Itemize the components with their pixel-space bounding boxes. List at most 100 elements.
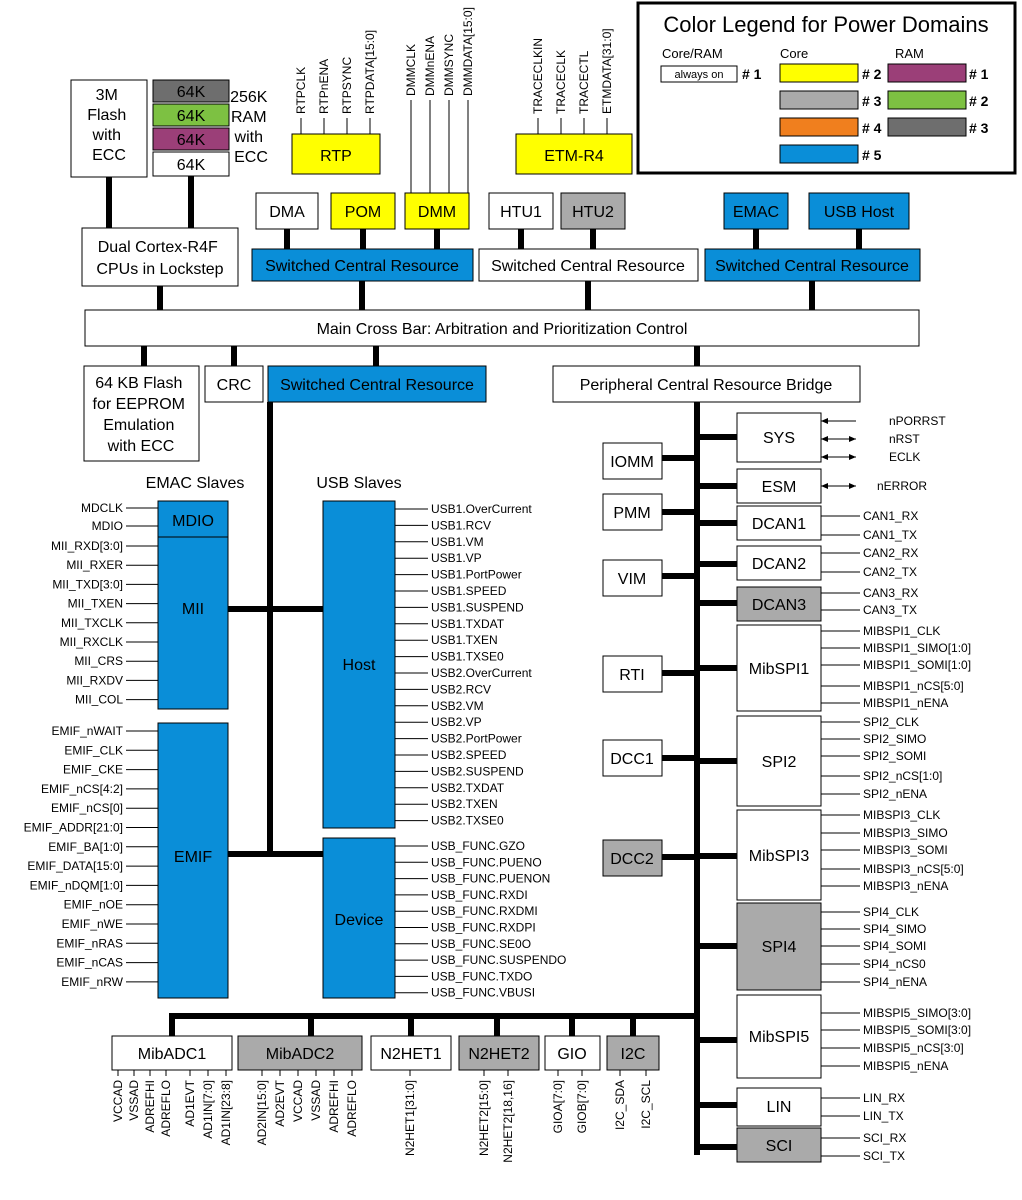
dcan2-block [736, 545, 822, 581]
usb-host-label: USB Host [824, 204, 895, 221]
htu1-block [488, 192, 554, 230]
sys-signal: ECLK [889, 450, 920, 464]
mibadc2-block [237, 1035, 363, 1071]
dcc2-block [602, 839, 663, 877]
mibspi3-signal: MIBSPI3_SOMI [863, 843, 948, 857]
etm-label: ETM-R4 [544, 148, 604, 165]
spi4-signal: SPI4_nCS0 [863, 957, 926, 971]
n2het2-signal: N2HET2[18,16] [501, 1080, 515, 1163]
dma-block [255, 192, 319, 230]
vim-block [602, 559, 663, 597]
dmm-signal: DMMnENA [423, 36, 437, 96]
flash-3m-label: 3M Flash with ECC [87, 87, 131, 164]
mibspi5-signal: MIBSPI5_nENA [863, 1059, 948, 1073]
usb-device-label: Device [335, 912, 384, 929]
usb-host-signal: USB2.PortPower [431, 732, 522, 746]
etm-signal: TRACECLKIN [531, 38, 545, 114]
lin-label: LIN [767, 1099, 792, 1116]
rtp-label: RTP [320, 148, 352, 165]
legend-swatch-core5 [779, 144, 859, 164]
i2c-signal: I2C_SDA [613, 1080, 627, 1130]
legend-swatch-ram2 [887, 90, 967, 110]
usb-host-signal: USB1.TXDAT [431, 617, 505, 631]
esm-signal: nERROR [877, 479, 927, 493]
main-crossbar [84, 309, 920, 347]
rtp-block [291, 133, 381, 175]
mii-label: MII [182, 601, 204, 618]
lin-signal: LIN_RX [863, 1091, 905, 1105]
usb-host-signal: USB2.VP [431, 715, 482, 729]
sci-label: SCI [766, 1138, 793, 1155]
spi2-signal: SPI2_CLK [863, 715, 919, 729]
iomm-label: IOMM [610, 454, 654, 471]
emif-signal: EMIF_nDQM[1:0] [30, 878, 123, 892]
mibadc1-signal: AD1IN[7:0] [201, 1080, 215, 1139]
legend-title: Color Legend for Power Domains [663, 12, 988, 37]
legend-n2: # 2 [862, 66, 882, 82]
ram-label: 256K RAM with ECC [230, 89, 272, 166]
mibspi1-block [736, 624, 822, 712]
right-peripheral-signals: nPORRSTnRSTECLKnERRORCAN1_RXCAN1_TXCAN2_… [821, 414, 971, 1163]
mii-signal: MII_RXDV [66, 673, 123, 687]
etm-signal: TRACECTL [577, 50, 591, 114]
dcan3-signal: CAN3_TX [863, 603, 917, 617]
usb-device-signal: USB_FUNC.RXDPI [431, 921, 536, 935]
emif-signals: EMIF_nWAITEMIF_CLKEMIF_CKEEMIF_nCS[4:2]E… [24, 724, 158, 989]
spi4-label: SPI4 [762, 939, 797, 956]
usb-host-signal: USB2.SPEED [431, 748, 507, 762]
n2het1-label: N2HET1 [380, 1046, 441, 1063]
spi4-signal: SPI4_SOMI [863, 939, 926, 953]
usb-device-signal: USB_FUNC.TXDO [431, 969, 532, 983]
emif-signal: EMIF_nOE [64, 898, 123, 912]
spi2-signal: SPI2_SIMO [863, 732, 926, 746]
mibadc2-signal: VCCAD [291, 1080, 305, 1122]
usb-device-signal: USB_FUNC.RXDI [431, 888, 528, 902]
mibspi1-signal: MIBSPI1_SIMO[1:0] [863, 641, 971, 655]
usb-host-signal: USB2.RCV [431, 682, 491, 696]
pom-block [330, 192, 396, 230]
sci-signal: SCI_RX [863, 1131, 906, 1145]
mibadc1-signal: ADREFLO [159, 1080, 173, 1137]
emif-label: EMIF [174, 849, 212, 866]
emif-signal: EMIF_nWE [62, 917, 123, 931]
emac-label: EMAC [733, 204, 779, 221]
usb-host-signal: USB1.TXEN [431, 633, 498, 647]
usb-host-signal: USB1.RCV [431, 518, 491, 532]
mibspi1-signal: MIBSPI1_nENA [863, 696, 948, 710]
mibspi5-block [736, 994, 822, 1079]
usb-host-signal: USB1.SPEED [431, 584, 507, 598]
emif-signal: EMIF_CLK [64, 743, 123, 757]
color-legend: Color Legend for Power Domains Core/RAM … [636, 1, 1017, 175]
usb-device-signal: USB_FUNC.GZO [431, 839, 525, 853]
legend-n4: # 4 [862, 120, 882, 136]
n2het2-block [458, 1035, 540, 1071]
n2het2-label: N2HET2 [468, 1046, 529, 1063]
n2het1-signal: N2HET1[31:0] [403, 1080, 417, 1156]
usb-host-signal: USB1.OverCurrent [431, 502, 532, 516]
pcrb-label: Peripheral Central Resource Bridge [580, 377, 833, 394]
mii-signal: MII_RXER [66, 558, 123, 572]
ram-block-1-label: 64K [177, 84, 206, 101]
usb-host-slave-block [322, 500, 396, 829]
emif-signal: EMIF_nWAIT [51, 724, 123, 738]
usb-host-signal: USB2.VM [431, 699, 484, 713]
usb-host-signal: USB1.TXSE0 [431, 650, 504, 664]
usb-device-signal: USB_FUNC.SUSPENDO [431, 953, 566, 967]
legend-ram1: # 1 [969, 66, 989, 82]
legend-ram2: # 2 [969, 93, 989, 109]
legend-col-core-ram: Core/RAM [662, 46, 723, 61]
rtp-signal: RTPnENA [317, 59, 331, 114]
eeprom-flash-block [83, 365, 200, 462]
mii-signal: MII_TXEN [68, 597, 123, 611]
mibspi5-signal: MIBSPI5_SIMO[3:0] [863, 1006, 971, 1020]
gio-label: GIO [557, 1046, 586, 1063]
htu2-label: HTU2 [572, 204, 614, 221]
dmm-signal: DMMSYNC [442, 34, 456, 96]
n2het2-signal: N2HET2[15:0] [477, 1080, 491, 1156]
legend-swatch-always-on [660, 65, 738, 83]
crc-block [204, 365, 264, 403]
dcan3-signal: CAN3_RX [863, 586, 918, 600]
